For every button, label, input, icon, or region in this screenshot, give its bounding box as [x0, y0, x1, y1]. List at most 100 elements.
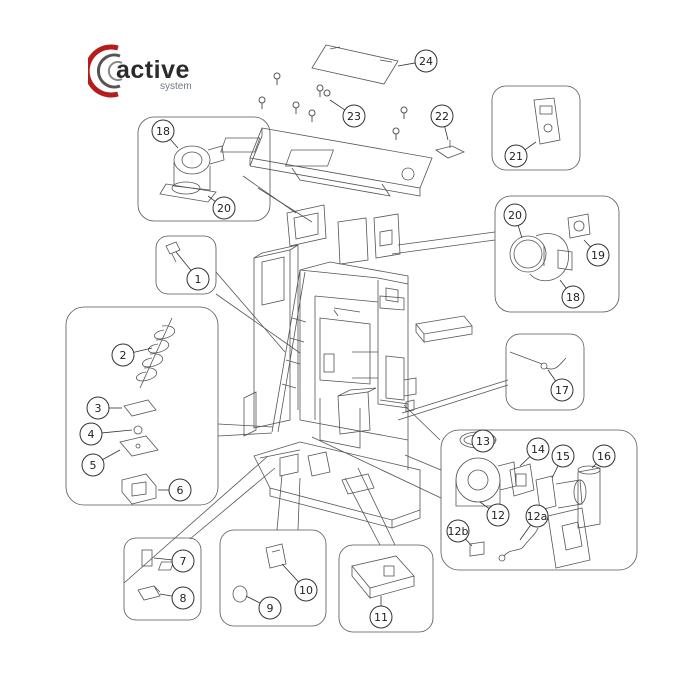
callout-c15: 15 [551, 444, 575, 479]
callout-leader-line [465, 538, 473, 547]
callout-leader-line [517, 225, 523, 239]
callout-circle [171, 586, 195, 610]
callout-leader-line [133, 347, 153, 353]
callout-c23: 23 [329, 99, 366, 128]
callout-c12b: 12b [446, 519, 473, 547]
callout-c2: 2 [111, 343, 153, 367]
callout-circle [592, 444, 616, 468]
leader-lines [123, 175, 509, 584]
group-box-sensor [505, 333, 585, 411]
callout-leader-line [245, 595, 261, 604]
deflector-part [435, 145, 465, 159]
callout-circle [258, 596, 282, 620]
callout-circle [294, 578, 318, 602]
group-box-fan-top-left [137, 116, 271, 222]
callout-circle [186, 267, 210, 291]
callout-number: 4 [88, 428, 95, 441]
callout-c5: 5 [81, 449, 121, 477]
combustion-fan-right-part [509, 213, 591, 282]
group-box-igniter [219, 529, 327, 627]
control-board-part [157, 555, 415, 600]
small-ring-part [133, 425, 143, 435]
group-box-switches [123, 537, 202, 621]
flue-collar-part [286, 204, 401, 265]
callout-c8: 8 [159, 586, 195, 610]
callout-leader-line [329, 99, 346, 111]
exhaust-fan-assembly-part [455, 431, 601, 569]
callout-circle [503, 203, 527, 227]
callout-leader-line [519, 524, 531, 541]
callout-leader-line [547, 369, 557, 382]
callout-number: 23 [347, 110, 361, 123]
screws-part [258, 72, 408, 140]
callout-c22: 22 [430, 104, 454, 141]
group-box-auger [65, 306, 219, 506]
group-box-controller [491, 85, 581, 171]
callout-leader-line [102, 449, 121, 461]
callout-circle [525, 504, 549, 528]
callout-number: 22 [435, 110, 449, 123]
callout-circle [561, 285, 585, 309]
callout-circle [414, 49, 438, 73]
callout-leader-line [101, 429, 133, 434]
callout-c7: 7 [153, 549, 195, 573]
callout-leader-line [551, 465, 559, 479]
control-panel-part [533, 97, 561, 145]
callout-number: 5 [90, 459, 97, 472]
callout-c18a: 18 [151, 119, 179, 149]
callout-number: 19 [591, 249, 605, 262]
callout-leader-line [397, 62, 416, 67]
callout-number: 3 [95, 402, 102, 415]
brand-tagline: system [160, 81, 192, 92]
callout-number: 10 [299, 584, 313, 597]
callout-leader-line [175, 251, 192, 271]
callout-c20a: 20 [207, 195, 236, 220]
callout-number: 12a [527, 510, 548, 523]
callout-circle [168, 478, 192, 502]
callout-number: 9 [267, 602, 274, 615]
callout-number: 11 [374, 611, 388, 624]
callout-circle [151, 119, 175, 143]
callout-c21: 21 [504, 141, 537, 168]
callout-circle [86, 396, 110, 420]
callout-leader-line [591, 463, 597, 469]
callout-c19: 19 [583, 239, 610, 267]
callout-c1: 1 [175, 251, 210, 291]
callout-number: 21 [509, 150, 523, 163]
callout-c20b: 20 [503, 203, 527, 239]
callout-c24: 24 [397, 49, 438, 73]
callout-circle [342, 104, 366, 128]
callout-circle [81, 453, 105, 477]
callout-number: 14 [531, 443, 545, 456]
callout-leader-line [444, 126, 449, 141]
brand-name: active [116, 56, 190, 84]
callout-circle [526, 437, 550, 461]
group-box-exhaust [440, 429, 638, 571]
callout-c17: 17 [547, 369, 574, 402]
callout-circle [430, 104, 454, 128]
callout-c13: 13 [471, 429, 497, 453]
bracket-part [165, 241, 181, 263]
callout-number: 15 [556, 450, 570, 463]
callout-c4: 4 [79, 422, 133, 446]
callout-number: 17 [555, 384, 569, 397]
callout-number: 18 [156, 125, 170, 138]
callout-c18b: 18 [559, 279, 585, 309]
top-plate-part [220, 127, 433, 197]
callout-c9: 9 [245, 595, 282, 620]
limit-switch-part [141, 549, 153, 567]
callout-circle [171, 549, 195, 573]
group-box-bracket [155, 235, 217, 295]
callout-circle [486, 503, 510, 527]
callout-circle [212, 196, 236, 220]
callout-leader-line [159, 593, 173, 597]
gear-motor-part [121, 473, 157, 505]
temperature-sensor-part [509, 351, 567, 370]
stove-main-body [243, 244, 421, 529]
callout-c6: 6 [158, 478, 192, 502]
callout-circle [586, 243, 610, 267]
igniter-part [265, 543, 287, 569]
callout-leader-line [583, 239, 591, 248]
